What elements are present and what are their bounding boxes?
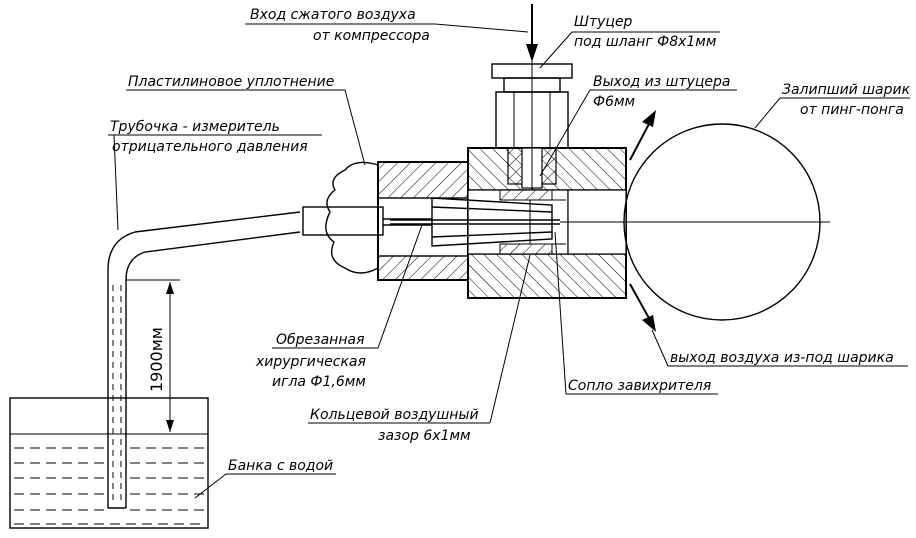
air-output-arrows [629, 110, 656, 332]
ping-pong-ball [623, 123, 821, 321]
label-fitting-2: под шланг Ф8х1мм [574, 34, 717, 50]
tube-connector [302, 206, 432, 236]
label-fitting-out-1: Выход из штуцера [593, 74, 731, 90]
water-surface-dashes [14, 447, 206, 525]
device-body [377, 147, 830, 299]
hose-fitting [491, 40, 573, 190]
label-needle-3: игла Ф1,6мм [272, 374, 366, 390]
label-nozzle: Сопло завихрителя [568, 378, 711, 394]
leader-lines [108, 23, 910, 499]
label-needle-2: хирургическая [255, 354, 366, 370]
label-fitting-out-2: Ф6мм [593, 94, 636, 110]
label-jar: Банка с водой [228, 458, 333, 474]
label-tube-1: Трубочка - измеритель [110, 119, 280, 135]
label-plasticine: Пластилиновое уплотнение [128, 74, 334, 90]
label-gap-1: Кольцевой воздушный [310, 407, 479, 423]
label-compressor-1: Вход сжатого воздуха [250, 7, 416, 23]
label-air-out: выход воздуха из-под шарика [670, 350, 894, 366]
dimension-line: 1900мм [126, 279, 180, 435]
label-ball-1: Залипший шарик [782, 82, 911, 98]
air-input-arrow [526, 4, 538, 62]
label-ball-2: от пинг-понга [800, 102, 904, 118]
label-needle-1: Обрезанная [276, 332, 364, 348]
dimension-label: 1900мм [147, 327, 166, 392]
label-gap-2: зазор 6х1мм [378, 428, 471, 444]
label-compressor-2: от компрессора [313, 28, 430, 44]
label-tube-2: отрицательного давления [112, 139, 308, 155]
plasticine-seal [325, 161, 379, 274]
label-fitting-1: Штуцер [574, 14, 633, 30]
